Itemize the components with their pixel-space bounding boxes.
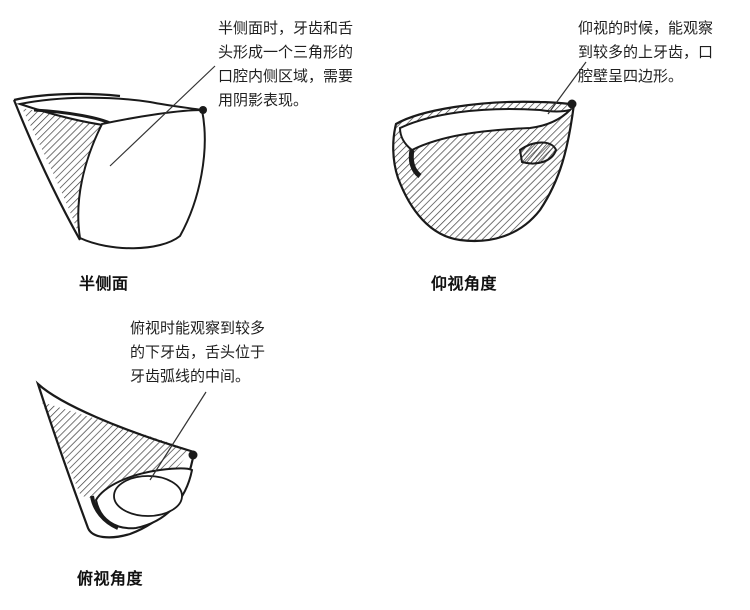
half-side-caption: 半侧面 [79,274,129,293]
downward-note: 俯视时能观察到较多 的下牙齿，舌头位于 牙齿弧线的中间。 [130,316,265,388]
downward-mouth-sketch [35,380,207,539]
upward-caption: 仰视角度 [431,274,498,293]
downward-leader-line [149,391,207,481]
upward-note-line: 仰视的时候，能观察 [578,19,714,37]
downward-note-line: 俯视时能观察到较多 [130,319,266,337]
half-side-note: 半侧面时，牙齿和舌 头形成一个三角形的 口腔内侧区域，需要 用阴影表现。 [218,16,353,112]
upward-note-line: 腔壁呈四边形。 [578,67,684,85]
half-side-note-line: 用阴影表现。 [218,91,309,109]
half-side-tongue-outline [77,108,206,250]
upward-mouth-sketch [392,61,587,243]
downward-caption: 俯视角度 [77,569,144,588]
downward-note-line: 牙齿弧线的中间。 [130,367,251,385]
downward-note-line: 的下牙齿，舌头位于 [130,343,266,361]
half-side-inner-shadow [22,108,102,232]
upward-leader-line [547,61,587,115]
downward-outline [35,380,196,539]
half-side-note-line: 头形成一个三角形的 [218,43,354,61]
downward-tongue [113,475,183,517]
half-side-leader-line [109,65,216,167]
half-side-note-line: 半侧面时，牙齿和舌 [218,19,354,37]
half-side-note-line: 口腔内侧区域，需要 [218,67,354,85]
upward-upper-teeth [398,107,574,152]
upward-note: 仰视的时候，能观察 到较多的上牙齿，口 腔壁呈四边形。 [578,16,713,88]
upward-note-line: 到较多的上牙齿，口 [578,43,714,61]
half-side-mouth-sketch [12,65,216,250]
upward-tongue-shadow [518,141,558,165]
